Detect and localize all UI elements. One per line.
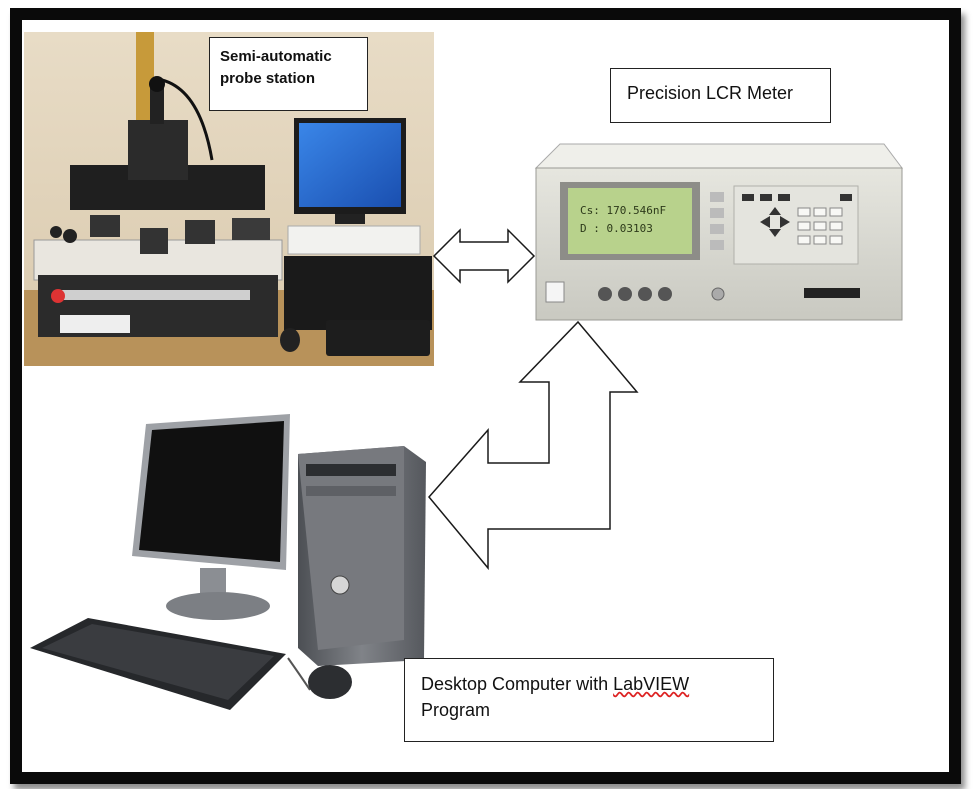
labview-word: LabVIEW bbox=[613, 674, 689, 694]
lcr-meter-photo: Cs: 170.546nF D : 0.03103 bbox=[536, 144, 902, 320]
desktop-computer-label-line2: Program bbox=[421, 700, 490, 720]
lcr-meter-label-text: Precision LCR Meter bbox=[627, 83, 793, 103]
desktop-computer-label-line1: Desktop Computer with bbox=[421, 674, 608, 694]
lcr-screen-line1: Cs: 170.546nF bbox=[580, 204, 666, 217]
desktop-computer-label: Desktop Computer with LabVIEW Program bbox=[404, 658, 774, 742]
double-arrow-computer-lcr bbox=[429, 322, 637, 568]
probe-station-label: Semi-automatic probe station bbox=[209, 37, 368, 111]
probe-station-label-text: Semi-automatic probe station bbox=[220, 48, 332, 87]
desktop-computer-illustration bbox=[30, 414, 426, 710]
lcr-screen-line2: D : 0.03103 bbox=[580, 222, 653, 235]
double-arrow-probe-lcr bbox=[434, 230, 534, 282]
lcr-meter-label: Precision LCR Meter bbox=[610, 68, 831, 123]
